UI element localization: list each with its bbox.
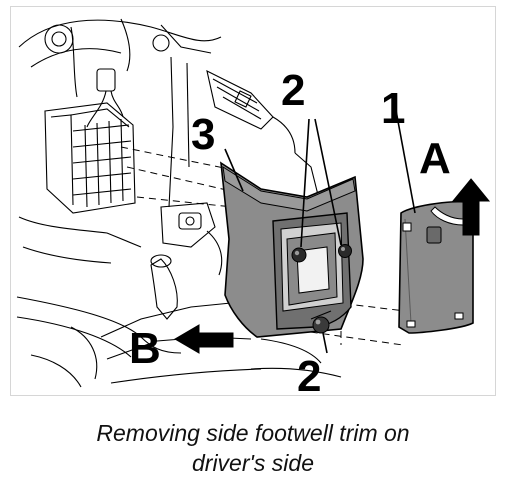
leader-1 (394, 104, 416, 214)
callout-2-bottom: 2 (297, 352, 321, 395)
footwell-illustration: 2 1 3 A B 2 (16, 18, 491, 395)
illustration-frame: 2 1 3 A B 2 (10, 6, 496, 396)
screw-upper-right (338, 244, 352, 258)
screw-bottom (310, 310, 332, 334)
callout-2-top: 2 (281, 66, 305, 115)
dashboard-background-lineart (16, 18, 342, 388)
arrow-a-up (430, 178, 491, 236)
leader-2-left (300, 118, 310, 248)
cover-flap (398, 200, 474, 334)
callout-1: 1 (381, 84, 405, 133)
arrow-b-left (174, 324, 234, 354)
caption-line-1: Removing side footwell trim on (96, 420, 410, 446)
callout-B: B (129, 324, 161, 373)
callout-3: 3 (191, 110, 215, 159)
leader-3 (224, 148, 244, 192)
leader-2-right (314, 118, 342, 246)
side-footwell-trim-panel (220, 161, 364, 338)
callout-A: A (419, 134, 451, 183)
caption-line-2: driver's side (192, 450, 314, 476)
leader-2-bottom (322, 332, 328, 354)
leader-lines (224, 104, 416, 354)
screw-upper-left (291, 247, 307, 263)
figure-caption: Removing side footwell trim on driver's … (0, 418, 506, 478)
